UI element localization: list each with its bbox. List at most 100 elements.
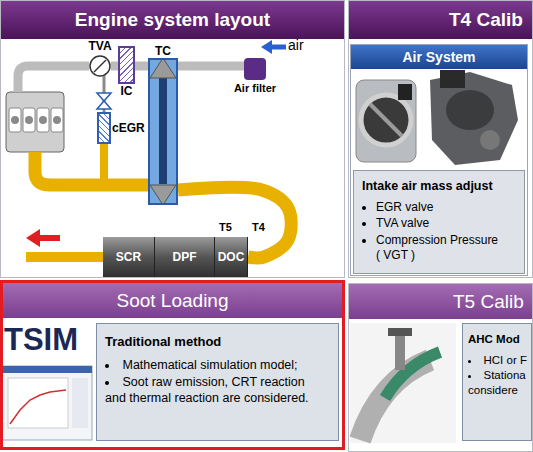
bullet-text: EGR valve: [376, 200, 504, 215]
simulation-screenshot: [72, 378, 88, 428]
header-text: Engine system layout: [75, 9, 270, 31]
throttle-photo: [398, 84, 412, 100]
egr-valve-photo: [446, 90, 494, 130]
temperature-label: T5: [219, 221, 232, 233]
bullet-text: Mathematical simulation model;: [105, 357, 324, 373]
calibration-panel: T4 CalibAir SystemIntake air mass adjust…: [348, 0, 533, 278]
simulation-screenshot: [2, 366, 92, 440]
turbocharger-body: [159, 76, 167, 184]
engine-block: [23, 108, 35, 132]
exhaust-pipe: [100, 144, 108, 185]
throttle-photo: [370, 104, 402, 136]
sensor-photo: [350, 323, 456, 443]
simulation-screenshot: [2, 366, 92, 440]
turbocharger-body: [150, 185, 176, 205]
temperature-label: T4: [252, 221, 265, 233]
calibration-panel: T5 CalibAHC ModHCI or FStationa consider…: [348, 283, 533, 452]
oxidation-catalyst: DOC: [215, 237, 248, 277]
header-text: T5 Calib: [453, 291, 524, 313]
egr-line: [97, 93, 111, 101]
valve-outline: [90, 56, 110, 76]
box-heading: Traditional method: [105, 334, 324, 351]
sensor-photo: [388, 328, 412, 336]
egr-cooler: cEGR: [97, 112, 111, 144]
simulation-screenshot: [8, 378, 68, 428]
egr-valve-photo: [430, 70, 518, 165]
throttle-valve: TVA: [89, 55, 111, 77]
valve-outline: [89, 55, 111, 77]
flow-arrow: [261, 40, 272, 54]
turbocharger: TC: [148, 58, 178, 205]
engine-block: [25, 116, 33, 124]
engine-block: [6, 92, 64, 152]
turbocharger-body: [148, 58, 178, 205]
highlight-panel: Soot LoadingTraditional methodMathematic…: [0, 280, 345, 450]
component-label: cEGR: [112, 121, 145, 135]
flow-label: air: [288, 37, 304, 53]
engine-block: [39, 116, 47, 124]
header-text: T4 Calib: [449, 9, 523, 31]
engine-block: [9, 108, 21, 132]
sensor-photo: [350, 323, 456, 443]
component-label: SCR: [116, 250, 141, 264]
logo-text: TSIM: [4, 322, 78, 358]
bullet-text: HCI or F: [468, 353, 529, 368]
pipe-connector: [178, 62, 244, 71]
simulation-screenshot: [10, 390, 66, 424]
scr-catalyst: SCR: [103, 237, 155, 277]
header-band: Engine system layout: [1, 1, 344, 39]
flow-arrow: [26, 229, 40, 247]
turbocharger-body: [148, 58, 178, 205]
throttle-photo: [361, 95, 411, 145]
component-label: IC: [121, 84, 133, 98]
component-label: DPF: [173, 250, 197, 264]
engine-block: [11, 116, 19, 124]
exhaust-pipe: [35, 152, 148, 185]
sensor-photo: [360, 360, 430, 440]
flow-arrow: [38, 235, 60, 241]
engine-block: [51, 108, 63, 132]
text-box: Traditional methodMathematical simulatio…: [96, 323, 339, 441]
header-text: Air System: [402, 49, 475, 65]
intake-pipe: [18, 66, 89, 92]
header-band: T5 Calib: [349, 284, 532, 319]
egr-valve-photo: [440, 70, 465, 88]
air-filter: Air filter: [244, 58, 266, 80]
intercooler: IC: [118, 46, 135, 84]
component-label: TC: [155, 44, 171, 58]
sensor-photo: [385, 352, 440, 398]
bullet-text: Soot raw emission, CRT reaction and ther…: [105, 374, 324, 406]
exhaust-pipe: [26, 252, 103, 262]
subsystem-panel: Air SystemIntake air mass adjustEGR valv…: [350, 44, 528, 276]
throttle-photo: [356, 80, 416, 162]
text-box: Intake air mass adjustEGR valveTVA valve…: [353, 170, 525, 274]
bullet-text: Compression Pressure ( VGT ): [376, 233, 504, 264]
header-band: Air System: [351, 45, 527, 69]
flow-arrow: [26, 40, 286, 247]
valve-plate: [94, 60, 106, 72]
particulate-filter: DPF: [155, 237, 215, 277]
engine-block: [53, 116, 61, 124]
egr-line: [97, 101, 111, 109]
box-heading: AHC Mod: [468, 332, 529, 347]
engine-block: [6, 92, 64, 152]
box-heading: Intake air mass adjust: [362, 178, 504, 194]
header-band: T4 Calib: [349, 1, 532, 39]
flow-arrow: [270, 45, 286, 50]
bullet-text: Stationa considere: [468, 368, 529, 397]
engine-block: [37, 108, 49, 132]
intake-pipe: [18, 66, 89, 92]
component-label: DOC: [218, 250, 245, 264]
header-band: Soot Loading: [3, 283, 342, 318]
component-label: Air filter: [234, 82, 276, 94]
throttle-photo: [356, 80, 416, 162]
component-label: TVA: [88, 39, 111, 53]
egr-valve-photo: [480, 130, 500, 150]
header-text: Soot Loading: [117, 290, 229, 312]
turbocharger-body: [150, 58, 176, 78]
simulation-screenshot: [2, 366, 92, 373]
pipe-connector: [135, 62, 148, 71]
pipe-connector: [111, 62, 118, 71]
